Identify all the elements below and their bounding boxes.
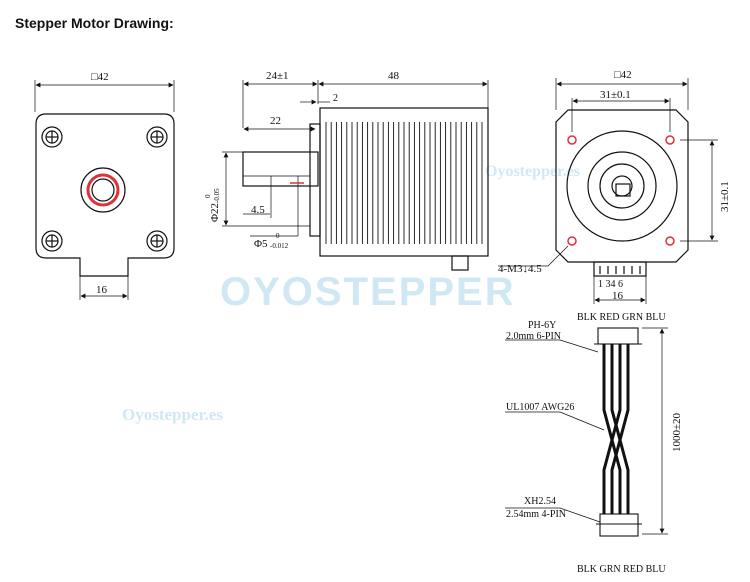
rear-width-label: □42 bbox=[614, 69, 632, 81]
front-width-label: □42 bbox=[91, 71, 109, 83]
svg-text:-0.05: -0.05 bbox=[213, 188, 221, 203]
wire-colors-bottom: BLK GRN RED BLU bbox=[577, 564, 666, 575]
pin-numbers-label: 1 34 6 bbox=[598, 279, 623, 290]
rear-view bbox=[498, 78, 718, 304]
wire-type-label: UL1007 AWG26 bbox=[506, 402, 574, 413]
connector-2-spec: 2.54mm 4-PIN bbox=[506, 509, 566, 520]
svg-text:0: 0 bbox=[204, 194, 212, 198]
connector-1-spec: 2.0mm 6-PIN bbox=[506, 331, 561, 342]
front-boss-label: 16 bbox=[96, 284, 108, 296]
connector-width-label: 16 bbox=[612, 290, 624, 302]
boss-diameter-dim: Φ22 0 -0.05 bbox=[204, 188, 221, 222]
site-watermark-1: Oyostepper.es bbox=[485, 163, 580, 180]
page-title: Stepper Motor Drawing: bbox=[15, 15, 174, 31]
front-view bbox=[34, 80, 175, 300]
shaft-length-label: 24±1 bbox=[266, 70, 289, 82]
flat-depth-label: 4.5 bbox=[251, 204, 265, 216]
site-watermark-2: Oyostepper.es bbox=[122, 405, 223, 424]
wire-colors-top: BLK RED GRN BLU bbox=[577, 312, 666, 323]
connector-2-name: XH2.54 bbox=[524, 496, 556, 507]
hole-spacing-side-label: 31±0.1 bbox=[719, 181, 731, 212]
svg-text:-0.012: -0.012 bbox=[270, 242, 289, 250]
mount-holes-label: 4-M3↓4.5 bbox=[498, 263, 542, 275]
svg-text:0: 0 bbox=[276, 232, 280, 240]
body-length-label: 48 bbox=[388, 70, 400, 82]
side-view bbox=[222, 80, 489, 271]
hole-spacing-top-label: 31±0.1 bbox=[600, 89, 631, 101]
flat-length-label: 22 bbox=[270, 115, 281, 127]
connector-1-name: PH-6Y bbox=[528, 320, 556, 331]
svg-text:Φ22: Φ22 bbox=[209, 203, 221, 222]
mount-hole-icon bbox=[41, 126, 168, 252]
brand-watermark: OYOSTEPPER bbox=[220, 270, 516, 314]
svg-text:Φ5: Φ5 bbox=[254, 238, 268, 250]
body-fins bbox=[325, 122, 483, 244]
flange-gap-label: 2 bbox=[333, 93, 338, 104]
cable-assembly bbox=[505, 327, 668, 537]
shaft-diameter-dim: Φ5 0 -0.012 bbox=[254, 232, 289, 250]
cable-length-label: 1000±20 bbox=[671, 412, 683, 452]
